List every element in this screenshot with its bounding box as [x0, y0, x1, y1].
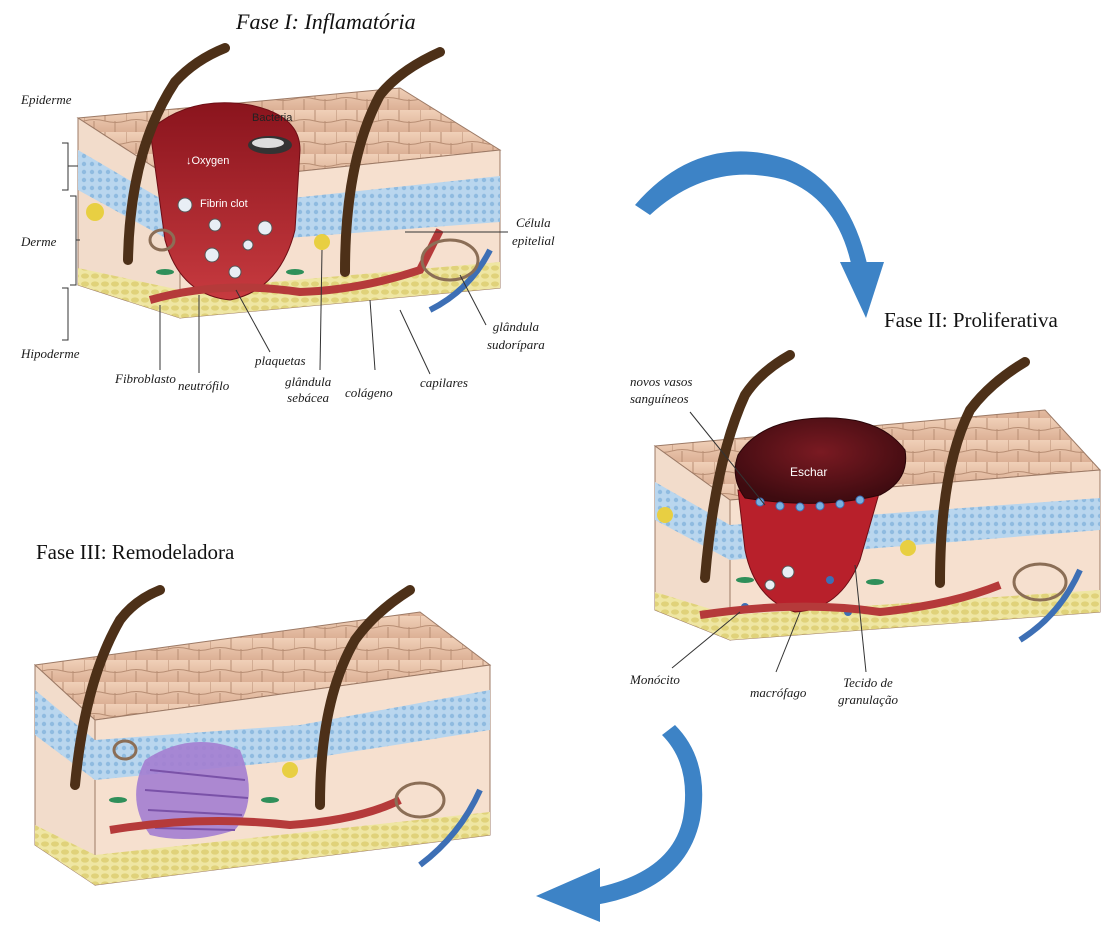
epiderme-label: Epiderme — [21, 92, 72, 108]
phase-2-skin-block — [655, 355, 1100, 640]
monocito-label: Monócito — [630, 672, 680, 688]
oxygen-label: ↓Oxygen — [186, 155, 229, 167]
capilares-label: capilares — [420, 375, 468, 391]
glandula-sudoripara-line2: sudorípara — [487, 336, 545, 354]
phase-3-skin-block — [35, 590, 490, 885]
novos-vasos-label: novos vasos sanguíneos — [630, 373, 692, 407]
hipoderme-label: Hipoderme — [21, 346, 80, 362]
derme-label: Derme — [21, 234, 56, 250]
fibroblasto-label: Fibroblasto — [115, 371, 176, 387]
phase-1-skin-block — [78, 48, 500, 318]
phase-1-title: Fase I: Inflamatória — [236, 9, 416, 35]
arrow-phase2-to-phase3 — [536, 725, 702, 922]
glandula-sebacea-line2: sebácea — [285, 390, 331, 406]
bacteria-label: Bacteria — [252, 112, 292, 124]
fibrin-clot-label: Fibrin clot — [200, 198, 248, 210]
eschar-label: Eschar — [790, 465, 827, 479]
celula-epitelial-line1: Célula — [512, 214, 555, 232]
glandula-sudoripara-line1: glândula — [487, 318, 545, 336]
tecido-granulacao-line1: Tecido de — [838, 674, 898, 691]
glandula-sebacea-label: glândula sebácea — [285, 374, 331, 406]
tecido-granulacao-label: Tecido de granulação — [838, 674, 898, 708]
phase-2-title: Fase II: Proliferativa — [884, 308, 1058, 333]
colageno-label: colágeno — [345, 385, 393, 401]
glandula-sebacea-line1: glândula — [285, 374, 331, 390]
glandula-sudoripara-label: glândula sudorípara — [487, 318, 545, 354]
neutrofilo-label: neutrófilo — [178, 378, 229, 394]
tecido-granulacao-line2: granulação — [838, 691, 898, 708]
celula-epitelial-label: Célula epitelial — [512, 214, 555, 250]
celula-epitelial-line2: epitelial — [512, 232, 555, 250]
plaquetas-label: plaquetas — [255, 353, 306, 369]
arrow-phase1-to-phase2 — [635, 151, 884, 318]
oxygen-label-text: Oxygen — [192, 155, 230, 167]
novos-vasos-line2: sanguíneos — [630, 390, 692, 407]
novos-vasos-line1: novos vasos — [630, 373, 692, 390]
phase-3-title: Fase III: Remodeladora — [36, 540, 234, 565]
macrofago-label: macrófago — [750, 685, 806, 701]
